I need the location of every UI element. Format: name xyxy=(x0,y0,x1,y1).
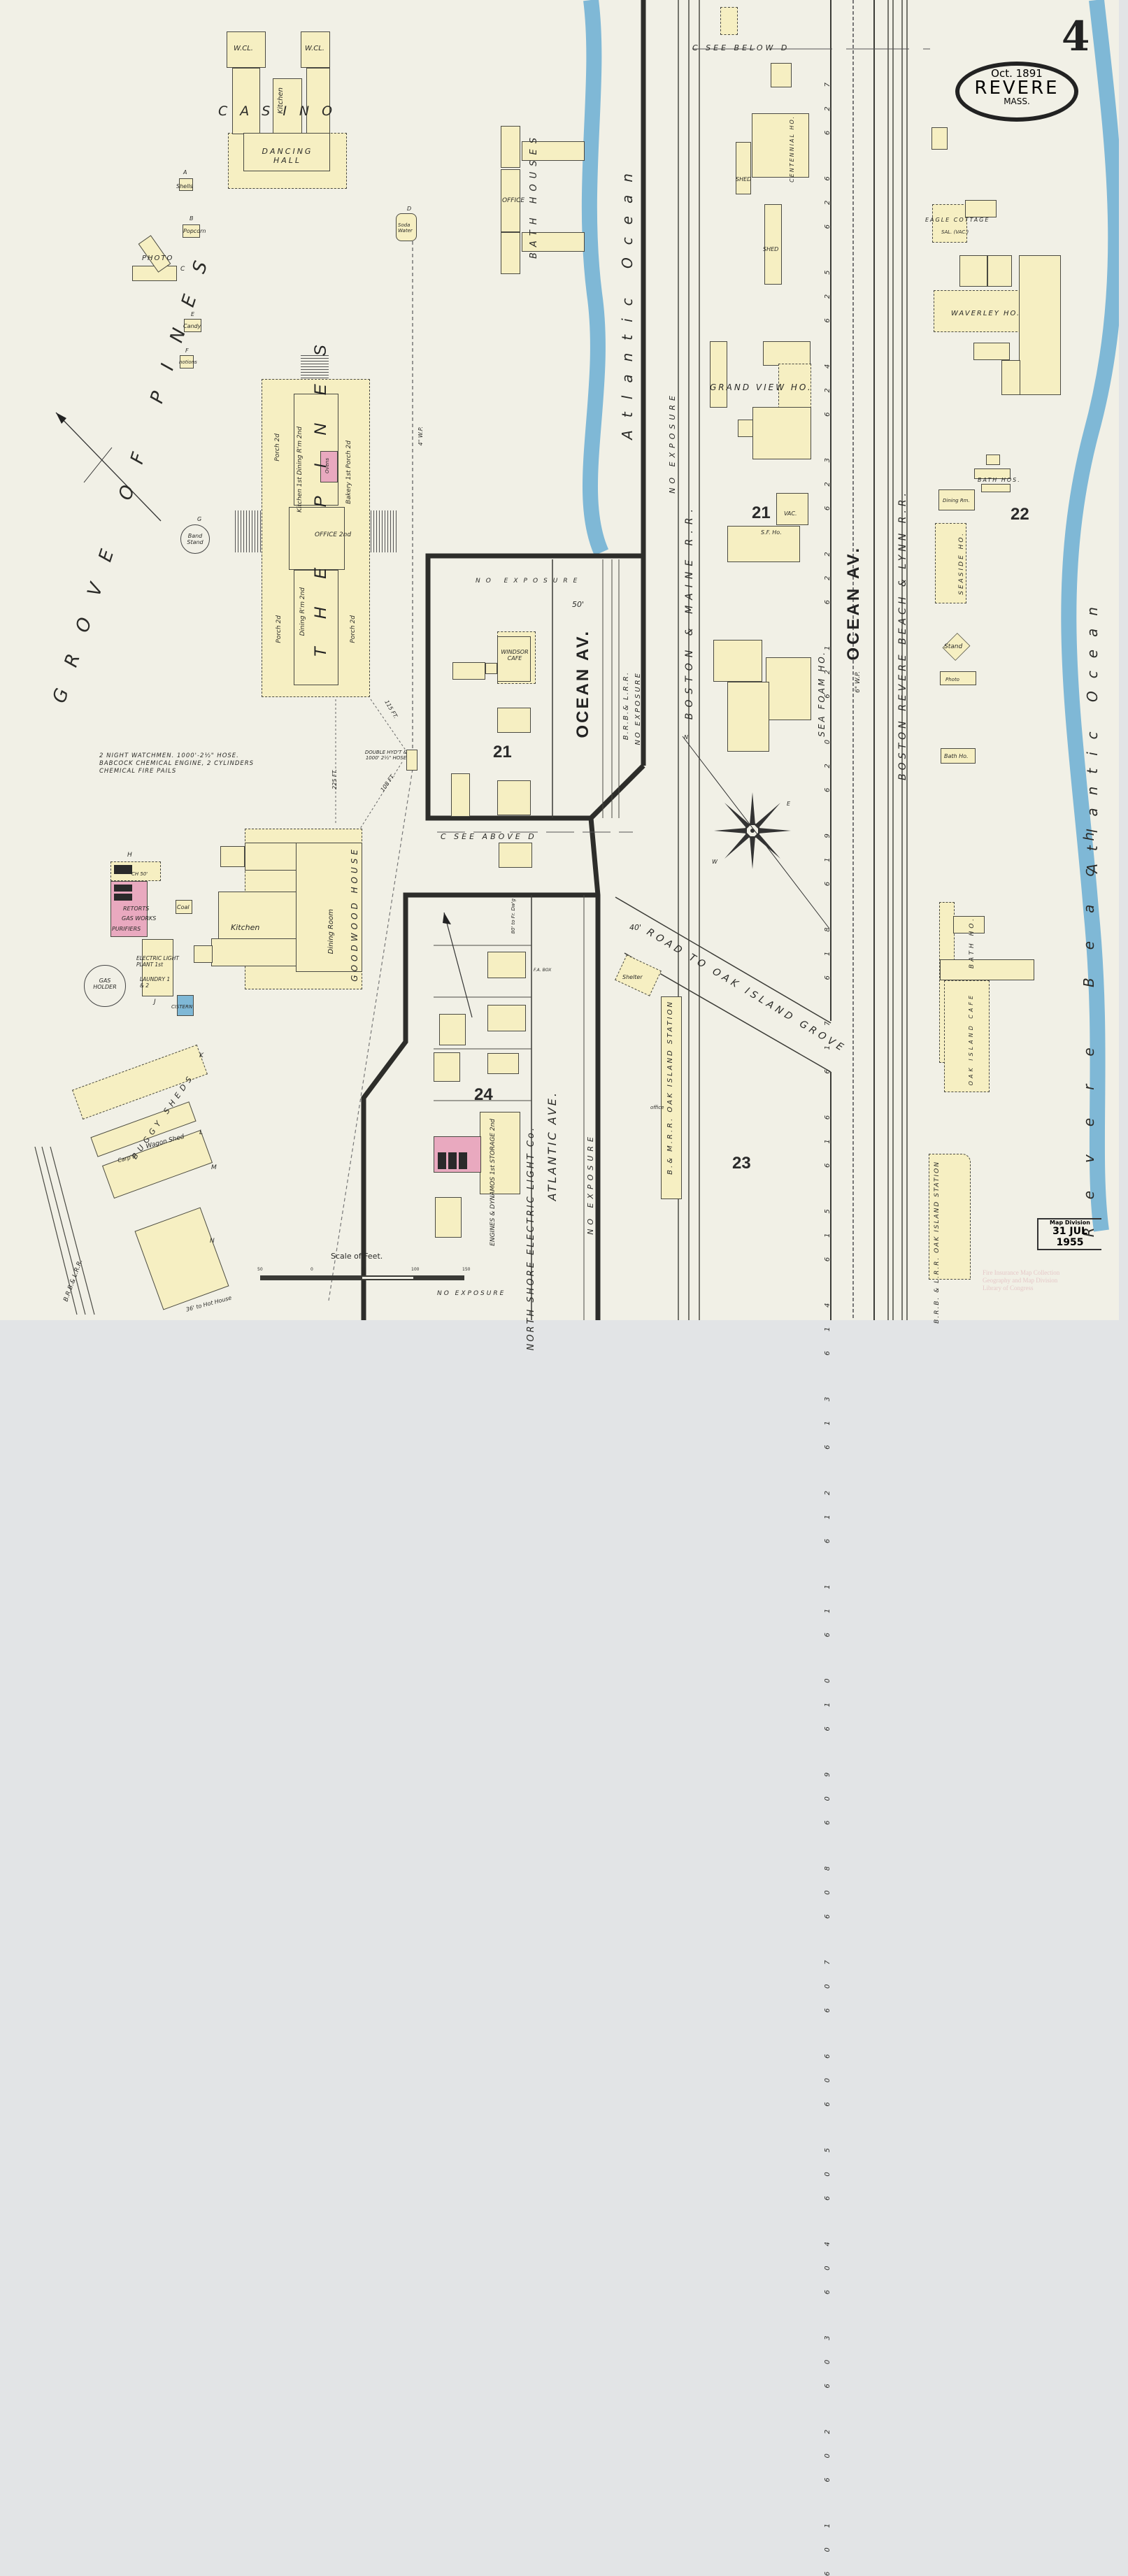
dwelling xyxy=(720,7,738,35)
title-cartouche: Oct. 1891 REVERE MASS. xyxy=(955,62,1078,122)
address-numbers-ocean-mid: 601 602 603 604 605 606 607 608 609 610 … xyxy=(824,63,831,2576)
hydrant xyxy=(406,750,417,771)
ocean-av-right-label: OCEAN AV. xyxy=(844,545,863,661)
dwelling xyxy=(497,708,531,733)
photo-right xyxy=(940,671,976,685)
wcl-right: W.CL. xyxy=(305,45,324,52)
atlantic-ave-label: ATLANTIC AVE. xyxy=(545,1091,559,1201)
vacant-building xyxy=(776,493,808,525)
dwelling xyxy=(497,780,531,815)
sheet-number: 4 xyxy=(1062,13,1090,60)
block-21-right: 21 xyxy=(752,503,771,522)
fire-protection-notes: 2 NIGHT WATCHMEN. 1000'-2½" HOSE. BABCOC… xyxy=(99,752,255,775)
map-date: Oct. 1891 xyxy=(991,67,1043,80)
bath-ho-right xyxy=(941,748,976,764)
block-24: 24 xyxy=(474,1085,493,1104)
outbuilding xyxy=(439,1014,466,1045)
goodwood-label: GOODWOOD HOUSE xyxy=(350,846,359,982)
map-linework xyxy=(34,0,1119,1320)
sf-house xyxy=(727,526,800,562)
dwelling xyxy=(487,1053,519,1074)
dwelling xyxy=(487,1005,526,1031)
dining-room xyxy=(938,489,975,510)
block-23: 23 xyxy=(732,1154,751,1173)
wcl-left: W.CL. xyxy=(234,45,253,52)
centennial-house xyxy=(752,113,809,178)
casino-kitchen: Kitchen xyxy=(277,87,285,114)
bath-houses-label: BATH HOUSES xyxy=(529,132,539,259)
oak-island-station-brb xyxy=(929,1154,971,1280)
block-22: 22 xyxy=(1011,505,1029,524)
hydrant-note: DOUBLE HYD'T & 1000' 2½" HOSE xyxy=(364,750,408,761)
dancing-hall-label: DANCING HALL xyxy=(262,147,313,165)
shed xyxy=(736,142,751,194)
map-state: MASS. xyxy=(1004,96,1030,106)
dwelling xyxy=(771,63,792,87)
loc-watermark: Fire Insurance Map Collection Geography … xyxy=(983,1269,1060,1291)
compass-rose xyxy=(682,736,830,929)
casino-label: CASINO xyxy=(218,103,345,119)
dwelling xyxy=(499,843,532,868)
ocean-av-left-label: OCEAN AV. xyxy=(573,629,592,738)
the-pines-label: THE PINES xyxy=(311,317,330,657)
block-21-left: 21 xyxy=(493,743,512,761)
map-division-stamp: Map Division 31 JUL 1955 xyxy=(1037,1218,1101,1250)
map-city: REVERE xyxy=(974,78,1059,99)
seaside-house xyxy=(935,523,966,603)
dwelling xyxy=(931,127,948,150)
outbuilding xyxy=(434,1052,460,1082)
dwelling xyxy=(487,952,526,978)
oak-island-station-bm xyxy=(661,996,682,1199)
shed xyxy=(764,204,782,285)
dwelling xyxy=(451,773,470,817)
